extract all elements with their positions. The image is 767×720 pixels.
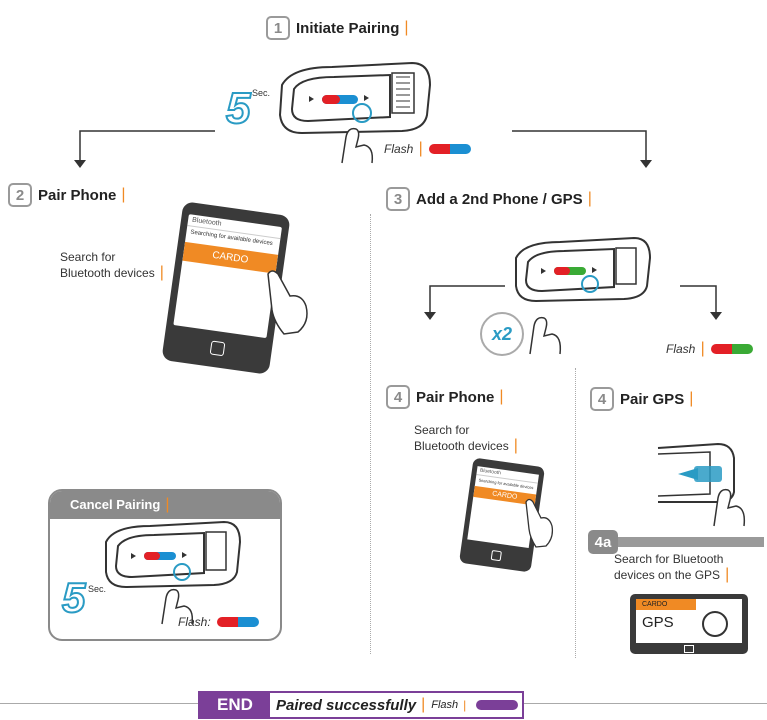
step4a-header: 4a bbox=[588, 530, 764, 554]
step4a-instruction: Search for Bluetooth devices on the GPS | bbox=[614, 551, 729, 583]
step3-flash: Flash | bbox=[666, 340, 753, 358]
step1-title: 1 Initiate Pairing | bbox=[266, 16, 409, 40]
flow-arrows-top bbox=[74, 130, 652, 168]
title-bar-marker: | bbox=[689, 390, 694, 407]
instruction-line: Bluetooth devices bbox=[60, 266, 155, 280]
gps-device-cardo: CARDO bbox=[636, 599, 696, 610]
hand-tap-icon bbox=[525, 498, 554, 548]
cancel-pairing-title: Cancel Pairing bbox=[70, 497, 161, 512]
flash-red-blue-indicator bbox=[428, 144, 471, 154]
title-bar-marker: | bbox=[121, 186, 126, 203]
flash-label: Flash bbox=[431, 699, 459, 711]
step-number: 4a bbox=[588, 530, 618, 554]
flash-label: Flash: bbox=[178, 615, 211, 629]
seconds-count: 5 bbox=[61, 573, 86, 622]
step-number: 4 bbox=[590, 387, 614, 411]
headset-illustration bbox=[105, 520, 242, 625]
step4-phone-title: 4 Pair Phone | bbox=[386, 385, 504, 409]
bar-marker: | bbox=[725, 566, 730, 583]
bar-marker: | bbox=[463, 698, 467, 712]
bar-marker: | bbox=[159, 264, 164, 281]
flash-bar-marker: | bbox=[418, 140, 423, 157]
seconds-count: 5 bbox=[225, 83, 252, 134]
gps-device-illustration: CARDO GPS bbox=[630, 594, 748, 654]
instruction-line: Search for bbox=[60, 250, 116, 264]
step4-gps-title: 4 Pair GPS | bbox=[590, 387, 693, 411]
flash-purple-indicator bbox=[476, 700, 519, 710]
press-count-badge: x2 bbox=[480, 312, 524, 356]
home-button-icon bbox=[490, 549, 502, 562]
step-title-text: Pair Phone bbox=[416, 388, 495, 406]
title-bar-marker: | bbox=[165, 496, 170, 513]
step1-flash: Flash | bbox=[384, 140, 471, 158]
step4a-bar bbox=[618, 537, 764, 547]
end-label: END bbox=[200, 693, 270, 717]
hand-tap-icon bbox=[267, 270, 308, 335]
headset-illustration bbox=[278, 61, 432, 164]
cancel-flash: Flash: bbox=[178, 615, 259, 629]
flow-arrows-step3 bbox=[424, 285, 722, 355]
step-number: 2 bbox=[8, 183, 32, 207]
step-title-text: Add a 2nd Phone / GPS bbox=[416, 190, 583, 208]
step2-instruction: Search for Bluetooth devices | bbox=[60, 249, 164, 281]
step-title-text: Initiate Pairing bbox=[296, 19, 400, 37]
bar-marker: | bbox=[421, 696, 426, 713]
end-message: Paired successfully bbox=[276, 696, 417, 714]
flash-label: Flash bbox=[666, 342, 696, 356]
vertical-divider bbox=[575, 368, 576, 658]
step-number: 1 bbox=[266, 16, 290, 40]
navigation-arrow-icon bbox=[702, 611, 728, 637]
title-bar-marker: | bbox=[587, 190, 592, 207]
vertical-divider bbox=[370, 214, 371, 654]
step-number: 4 bbox=[386, 385, 410, 409]
step3-title: 3 Add a 2nd Phone / GPS | bbox=[386, 187, 592, 211]
instruction-line: devices on the GPS bbox=[614, 568, 721, 582]
flash-red-blue-indicator bbox=[216, 617, 259, 627]
end-banner: END Paired successfully | Flash | bbox=[198, 691, 524, 719]
cancel-pairing-header: Cancel Pairing | bbox=[50, 491, 280, 519]
flash-red-green-indicator bbox=[710, 344, 753, 354]
step4-phone-instruction: Search for Bluetooth devices | bbox=[414, 422, 518, 454]
seconds-unit: Sec. bbox=[252, 88, 271, 98]
instruction-line: Search for Bluetooth bbox=[614, 552, 724, 566]
headset-close-up-illustration bbox=[657, 442, 746, 527]
step-title-text: Pair GPS bbox=[620, 390, 685, 408]
step-number: 3 bbox=[386, 187, 410, 211]
bar-marker: | bbox=[513, 437, 518, 454]
flash-label: Flash bbox=[384, 142, 414, 156]
flash-bar-marker: | bbox=[700, 340, 705, 357]
title-bar-marker: | bbox=[499, 388, 504, 405]
headset-illustration bbox=[515, 236, 652, 303]
instruction-line: Search for bbox=[414, 423, 470, 437]
seconds-unit: Sec. bbox=[88, 584, 107, 594]
home-button-icon bbox=[684, 645, 694, 653]
title-bar-marker: | bbox=[404, 19, 409, 36]
gps-screen-label: GPS bbox=[642, 614, 674, 631]
step-title-text: Pair Phone bbox=[38, 186, 117, 204]
step2-title: 2 Pair Phone | bbox=[8, 183, 126, 207]
instruction-line: Bluetooth devices bbox=[414, 439, 509, 453]
